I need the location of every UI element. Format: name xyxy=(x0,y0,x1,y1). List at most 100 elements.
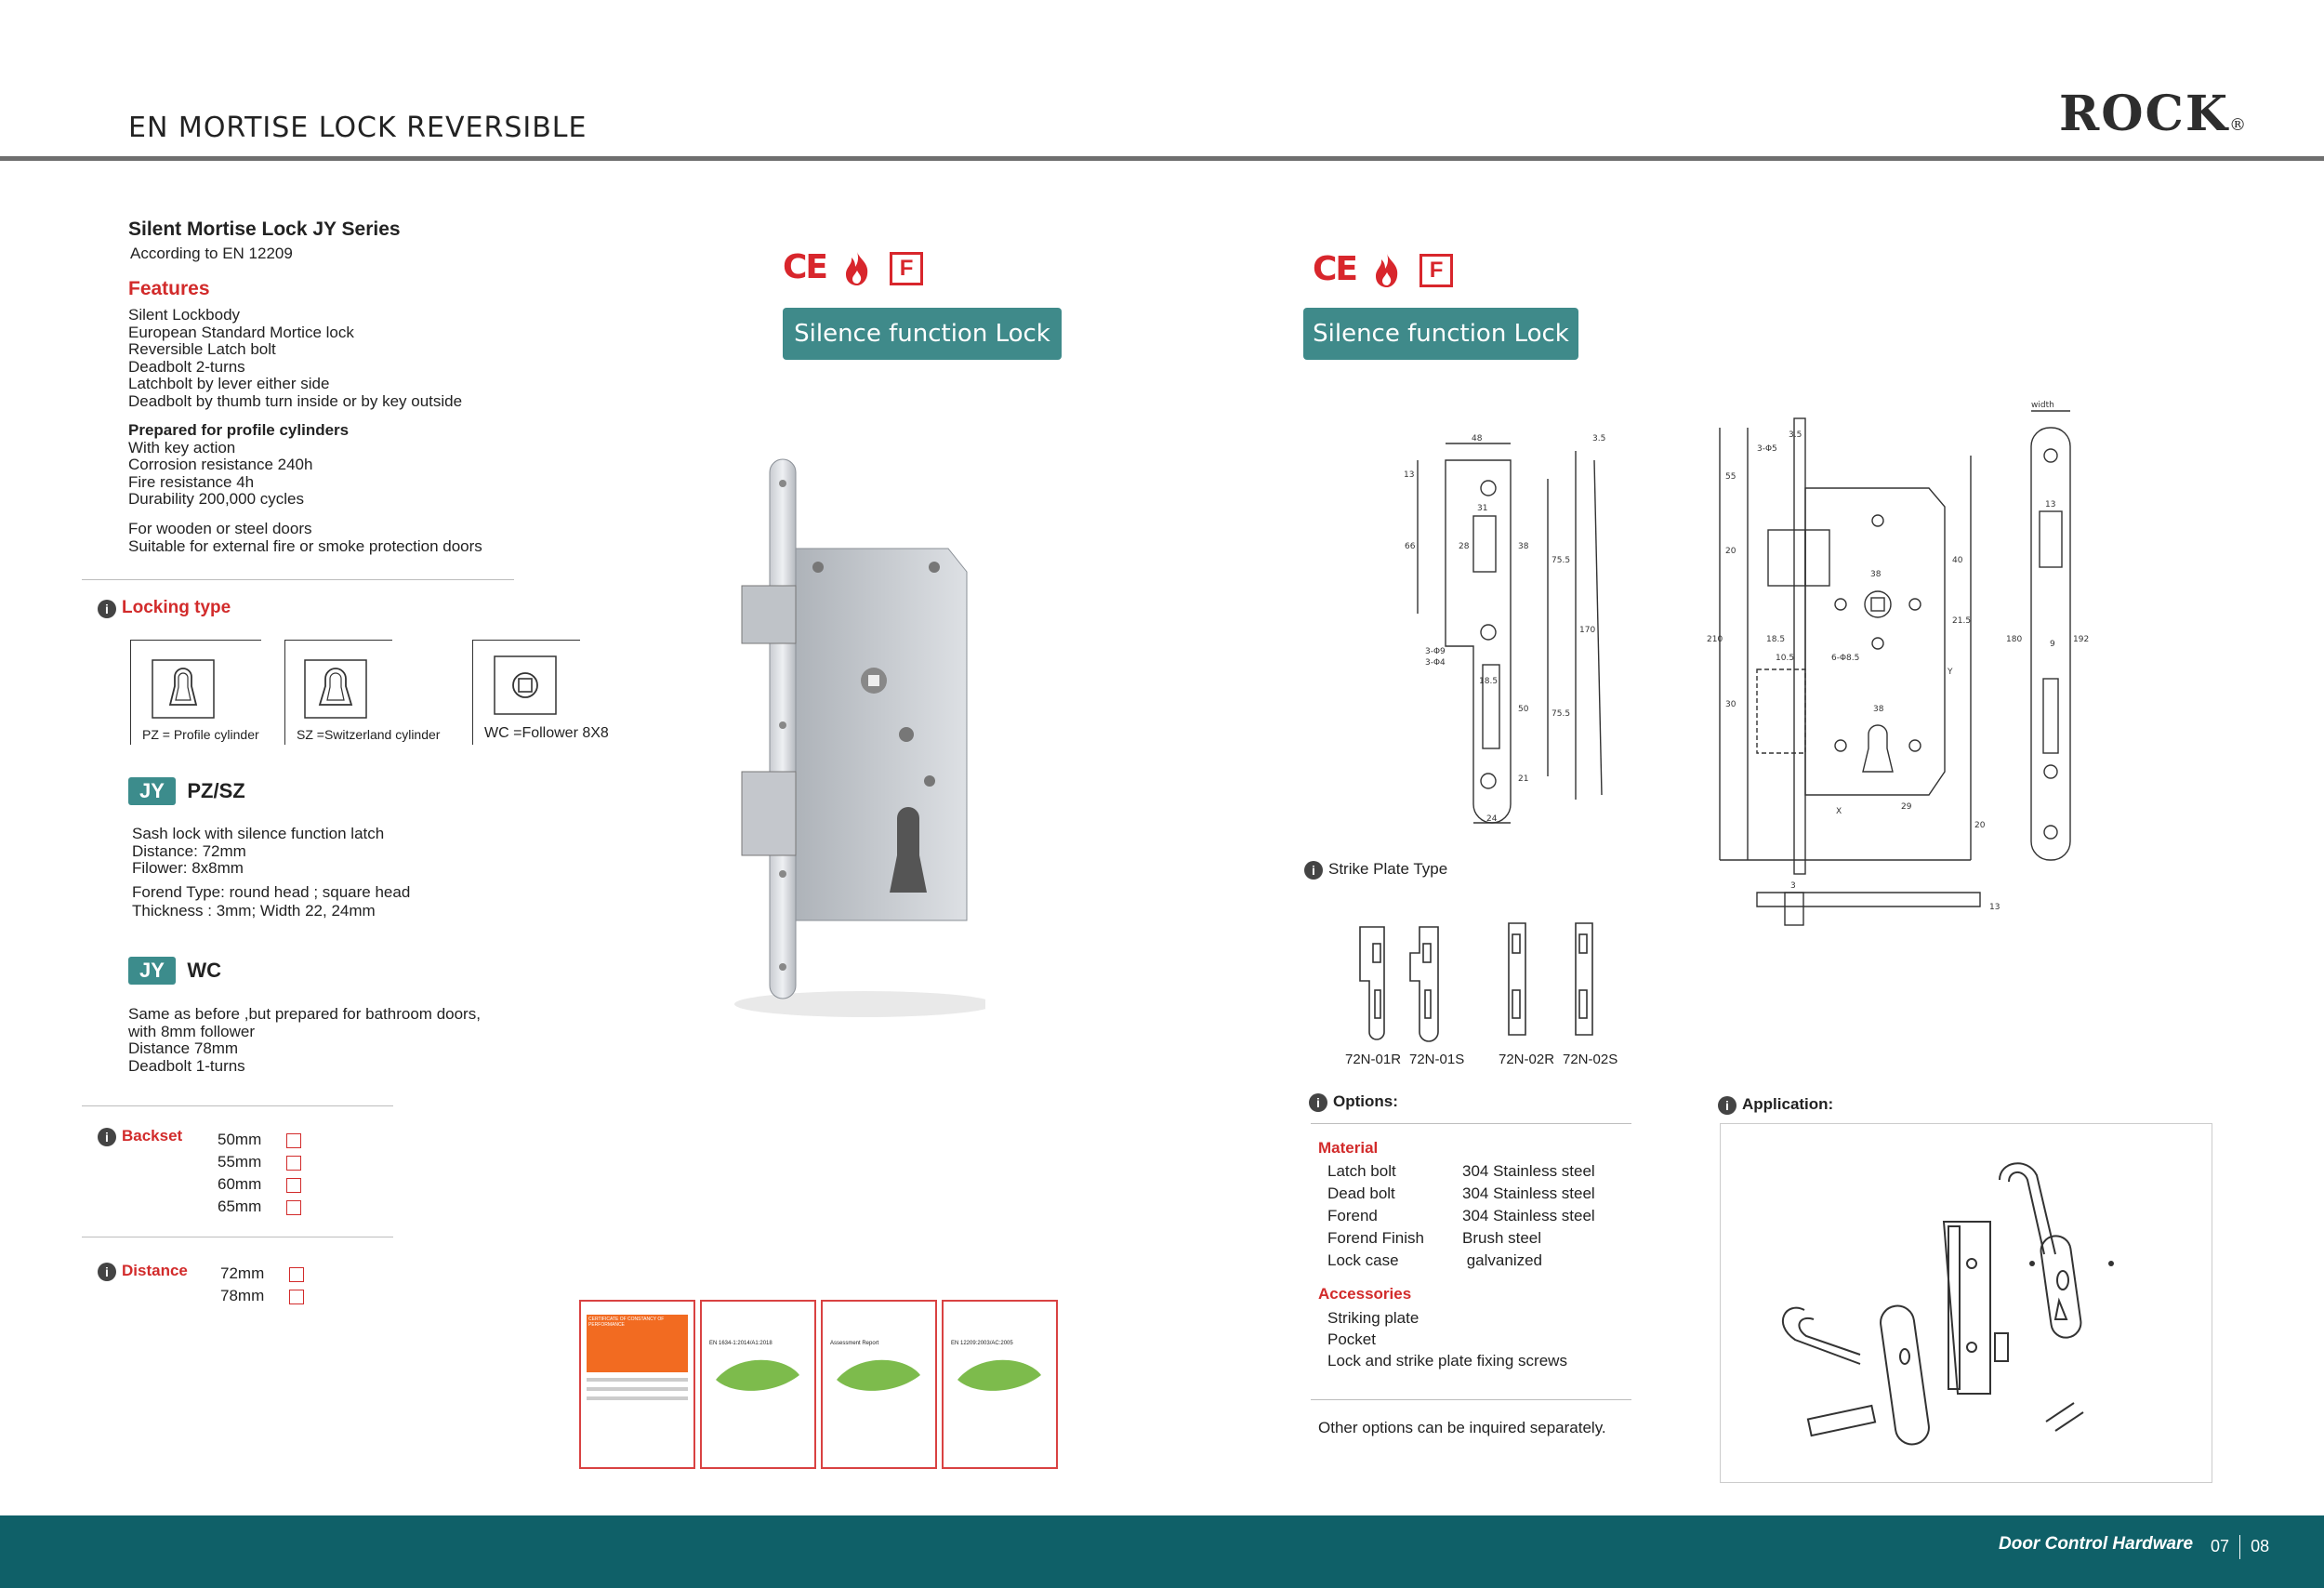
ce-mark-icon: CE xyxy=(1313,250,1358,288)
leaf-logo-icon xyxy=(716,1359,799,1391)
backset-header: i Backset xyxy=(98,1127,182,1146)
dimension-label: 18.5 xyxy=(1479,677,1498,686)
dimension-label: 3-Φ4 xyxy=(1425,658,1446,668)
checkbox[interactable] xyxy=(289,1289,304,1304)
feature-item: Deadbolt 2-turns xyxy=(128,357,245,376)
section-divider xyxy=(82,1105,393,1106)
spec-line: Thickness : 3mm; Width 22, 24mm xyxy=(132,902,376,920)
header-divider xyxy=(0,156,2324,161)
checkbox[interactable] xyxy=(289,1266,304,1282)
spec-line: Forend Type: round head ; square head xyxy=(132,883,411,901)
dimension-label: 13 xyxy=(1404,470,1414,480)
jy-pzsz-specs: Sash lock with silence function latch Di… xyxy=(132,825,385,878)
dimension-label: 20 xyxy=(1974,821,1986,830)
locking-type-heading: Locking type xyxy=(122,598,231,617)
jy-wc-specs: Same as before ,but prepared for bathroo… xyxy=(128,1005,481,1075)
backset-option[interactable]: 65mm xyxy=(218,1196,301,1218)
product-title: Silent Mortise Lock JY Series xyxy=(128,218,401,240)
dimension-label: 210 xyxy=(1707,635,1723,644)
certificate-card[interactable]: CERTIFICATE OF CONSTANCY OF PERFORMANCE xyxy=(579,1300,695,1469)
distance-option[interactable]: 72mm xyxy=(220,1263,304,1285)
certificate-card[interactable]: EN 1634-1:2014/A1:2018 xyxy=(700,1300,816,1469)
info-icon: i xyxy=(98,1127,116,1146)
strike-plate-label: 72N-01R xyxy=(1345,1052,1402,1067)
dimension-label: 48 xyxy=(1472,434,1483,443)
accessories-list: Striking plate Pocket Lock and strike pl… xyxy=(1327,1307,1567,1371)
leaf-logo-icon xyxy=(837,1359,920,1391)
brand-name: ROCK xyxy=(2059,86,2230,142)
footer-pages: 07 08 xyxy=(2211,1535,2269,1559)
feature-item: Deadbolt by thumb turn inside or by key … xyxy=(128,391,463,410)
backset-option[interactable]: 50mm xyxy=(218,1129,301,1151)
dimension-label: 21 xyxy=(1518,774,1528,784)
locking-type-sz: SZ =Switzerland cylinder xyxy=(284,640,440,745)
strike-plate-heading: Strike Plate Type xyxy=(1328,860,1448,878)
locking-type-wc: WC =Follower 8X8 xyxy=(472,640,609,745)
feature-item: Latchbolt by lever either side xyxy=(128,375,330,392)
dimension-label: 28 xyxy=(1459,542,1470,551)
spec-line: Distance 78mm xyxy=(128,1039,239,1057)
distance-label: Distance xyxy=(122,1262,188,1279)
backset-option[interactable]: 60mm xyxy=(218,1173,301,1196)
dimension-label: width xyxy=(2031,401,2054,410)
dimension-label: 6-Φ8.5 xyxy=(1831,654,1859,663)
dimension-label: 10.5 xyxy=(1776,654,1794,663)
options-note: Other options can be inquired separately… xyxy=(1318,1419,1606,1436)
spec-line: Deadbolt 1-turns xyxy=(128,1056,245,1075)
dimension-label: 3.5 xyxy=(1592,434,1605,443)
dimension-label: 170 xyxy=(1579,626,1595,635)
feature-item: Corrosion resistance 240h xyxy=(128,456,313,473)
checkbox[interactable] xyxy=(286,1132,301,1148)
checkbox[interactable] xyxy=(286,1177,301,1193)
info-icon: i xyxy=(98,599,116,618)
page-number: 08 xyxy=(2251,1536,2270,1555)
locking-type-pz: PZ = Profile cylinder xyxy=(130,640,261,745)
spec-line: Sash lock with silence function latch xyxy=(132,825,385,842)
locking-type-label: WC =Follower 8X8 xyxy=(484,725,609,741)
fire-rating-f-icon: F xyxy=(890,252,924,286)
page-title: EN MORTISE LOCK REVERSIBLE xyxy=(128,112,588,144)
jy-wc-title: WC xyxy=(187,959,222,982)
certification-marks: CE F xyxy=(783,247,924,287)
application-diagram-box xyxy=(1720,1123,2212,1483)
dimension-label: Y xyxy=(1947,668,1953,677)
page-divider xyxy=(2239,1535,2241,1559)
dimension-label: 21.5 xyxy=(1952,616,1971,626)
silence-function-label: Silence function Lock xyxy=(1303,308,1578,360)
strike-plate-drawing: 48 3.5 13 31 28 66 38 75.5 170 3-Φ9 3-Φ4… xyxy=(1404,434,1605,824)
info-icon: i xyxy=(1304,860,1323,880)
dimension-label: 38 xyxy=(1518,542,1529,551)
dimension-label: X xyxy=(1836,807,1842,816)
certificates-row: CERTIFICATE OF CONSTANCY OF PERFORMANCE … xyxy=(579,1300,1058,1469)
door-lock-assembly-icon xyxy=(1781,1162,2114,1446)
features-list: Silent Lockbody European Standard Mortic… xyxy=(128,306,463,410)
info-icon: i xyxy=(1309,1092,1327,1112)
checkbox[interactable] xyxy=(286,1155,301,1171)
certificate-title: CERTIFICATE OF CONSTANCY OF PERFORMANCE xyxy=(587,1315,688,1372)
feature-item: Durability 200,000 cycles xyxy=(128,490,304,508)
locking-type-label: SZ =Switzerland cylinder xyxy=(297,727,441,742)
dimension-label: 20 xyxy=(1725,547,1736,556)
footer-text: Door Control Hardware xyxy=(1999,1534,2194,1554)
checkbox[interactable] xyxy=(286,1199,301,1215)
features-heading: Features xyxy=(128,278,210,299)
strike-plate-header: i Strike Plate Type xyxy=(1304,860,1447,880)
backset-label: Backset xyxy=(122,1127,183,1145)
info-icon: i xyxy=(1718,1095,1736,1115)
locking-type-label: PZ = Profile cylinder xyxy=(142,727,259,742)
dimension-label: 30 xyxy=(1725,700,1736,709)
spec-line: with 8mm follower xyxy=(128,1022,256,1040)
certificate-card[interactable]: EN 12209:2003/AC:2005 xyxy=(942,1300,1058,1469)
distance-option[interactable]: 78mm xyxy=(220,1285,304,1307)
certificate-title: EN 1634-1:2014/A1:2018 xyxy=(709,1341,772,1346)
feature-item: Silent Lockbody xyxy=(128,306,241,324)
backset-option[interactable]: 55mm xyxy=(218,1151,301,1173)
certificate-card[interactable]: Assessment Report xyxy=(821,1300,937,1469)
feature-item: For wooden or steel doors xyxy=(128,520,312,537)
jy-pzsz-forend: Forend Type: round head ; square head Th… xyxy=(132,883,410,920)
strike-plate-label: 72N-01S xyxy=(1409,1052,1465,1067)
